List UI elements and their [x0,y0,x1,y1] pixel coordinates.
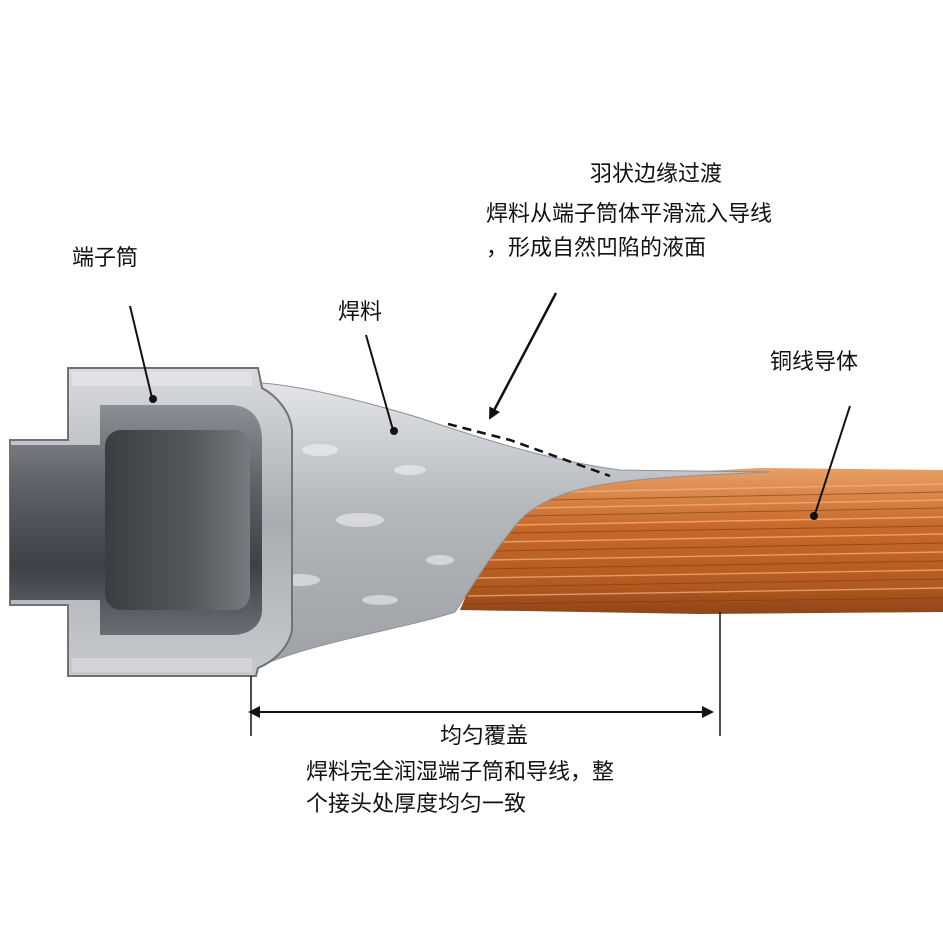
feather-annotation [447,292,611,478]
label-coverage-title: 均匀覆盖 [440,724,529,749]
label-solder: 焊料 [338,300,383,325]
label-coverage-line1: 焊料完全润湿端子筒和导线，整 [306,760,615,785]
label-feather-line2: ，形成自然凹陷的液面 [486,236,707,261]
label-conductor: 铜线导体 [770,350,859,375]
label-coverage-line2: 个接头处厚度均匀一致 [306,792,527,817]
barrel-annotation [129,305,157,403]
terminal-barrel [9,367,293,677]
label-feather-line1: 焊料从端子筒体平滑流入导线 [486,202,773,227]
coverage-dimension [248,612,721,736]
label-barrel: 端子筒 [72,246,139,271]
conductor-annotation [810,405,851,520]
solder-annotation [365,334,398,435]
copper-conductor [460,468,943,614]
label-feather-title: 羽状边缘过渡 [590,162,723,187]
